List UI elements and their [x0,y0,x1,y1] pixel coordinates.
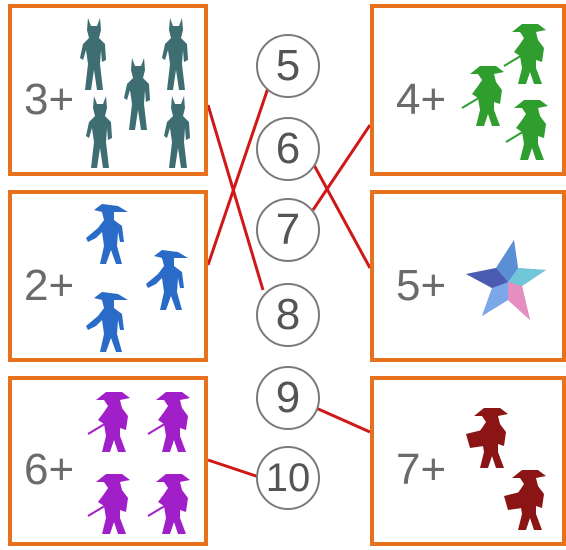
cat-silhouette-icon [120,56,156,134]
connection-line[interactable] [314,165,370,268]
card-right-3[interactable]: 7+ [370,376,566,546]
musketeer-silhouette-icon [464,406,516,472]
star-icon [464,238,548,324]
card-left-2[interactable]: 2+ [8,190,208,362]
card-left-3[interactable]: 6+ [8,376,208,546]
number-circle-10[interactable]: 10 [256,446,320,510]
cat-silhouette-icon [160,94,196,172]
number-label: 8 [276,293,300,337]
card-left-1[interactable]: 3+ [8,4,208,176]
cat-silhouette-icon [76,16,112,94]
cat-silhouette-icon [82,94,118,172]
card-label: 2+ [24,264,74,308]
cat-silhouette-icon [158,16,194,94]
swashbuckler-silhouette-icon [144,248,200,314]
number-label: 6 [276,127,300,171]
card-label: 3+ [24,78,74,122]
number-label: 5 [276,44,300,88]
swashbuckler-silhouette-icon [84,202,140,268]
card-right-1[interactable]: 4+ [370,4,566,176]
connection-line[interactable] [208,105,263,290]
number-circle-8[interactable]: 8 [256,283,320,347]
musketeer-silhouette-icon [504,98,556,164]
number-circle-9[interactable]: 9 [256,366,320,430]
number-label: 7 [276,208,300,252]
swashbuckler-silhouette-icon [84,290,140,356]
musketeer-silhouette-icon [502,468,554,534]
connection-line[interactable] [208,460,262,478]
card-label: 5+ [396,264,446,308]
number-circle-7[interactable]: 7 [256,198,320,262]
number-circle-6[interactable]: 6 [256,117,320,181]
number-label: 9 [276,376,300,420]
musketeer-silhouette-icon [146,472,198,538]
connection-line[interactable] [316,408,370,432]
card-label: 7+ [396,448,446,492]
card-right-2[interactable]: 5+ [370,190,566,362]
card-label: 6+ [24,448,74,492]
musketeer-silhouette-icon [86,390,138,456]
number-label: 10 [266,458,311,498]
connection-line[interactable] [313,125,370,210]
card-label: 4+ [396,78,446,122]
musketeer-silhouette-icon [146,390,198,456]
musketeer-silhouette-icon [86,472,138,538]
number-circle-5[interactable]: 5 [256,34,320,98]
